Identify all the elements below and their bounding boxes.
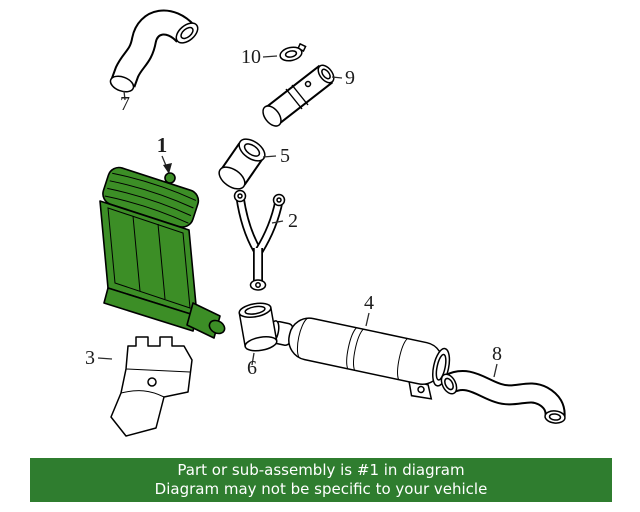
part-label-8: 8	[492, 343, 502, 365]
part-4-resonator-drawing	[268, 317, 451, 400]
diagram-note-banner: Part or sub-assembly is #1 in diagram Di…	[30, 458, 612, 502]
part-label-6: 6	[247, 357, 257, 379]
part-5-hose-sleeve-drawing	[218, 138, 266, 190]
part-8-air-hose-drawing	[440, 370, 566, 424]
banner-line-1: Part or sub-assembly is #1 in diagram	[177, 461, 465, 479]
part-6-connector-sleeve-drawing	[238, 302, 278, 352]
part-label-4: 4	[364, 292, 374, 314]
part-label-2: 2	[288, 210, 298, 232]
part-label-3: 3	[85, 347, 95, 369]
part-7-air-hose-drawing	[109, 9, 199, 93]
part-3-mount-bracket-drawing	[110, 336, 193, 437]
part-label-5: 5	[280, 145, 290, 167]
leader-lines	[97, 55, 498, 378]
part-2-bracket-drawing	[233, 189, 286, 291]
part-label-7: 7	[120, 93, 130, 115]
part-label-1: 1	[157, 133, 168, 157]
arrow-to-part-1	[163, 163, 172, 174]
part-9-inlet-hose-drawing	[262, 64, 335, 127]
part-1-intercooler-drawing	[99, 166, 226, 339]
banner-line-2: Diagram may not be specific to your vehi…	[154, 480, 488, 498]
part-10-clamp-drawing	[279, 42, 307, 62]
part-label-9: 9	[345, 67, 355, 89]
part-label-10: 10	[241, 46, 261, 68]
part-1-top-nub	[164, 172, 176, 184]
